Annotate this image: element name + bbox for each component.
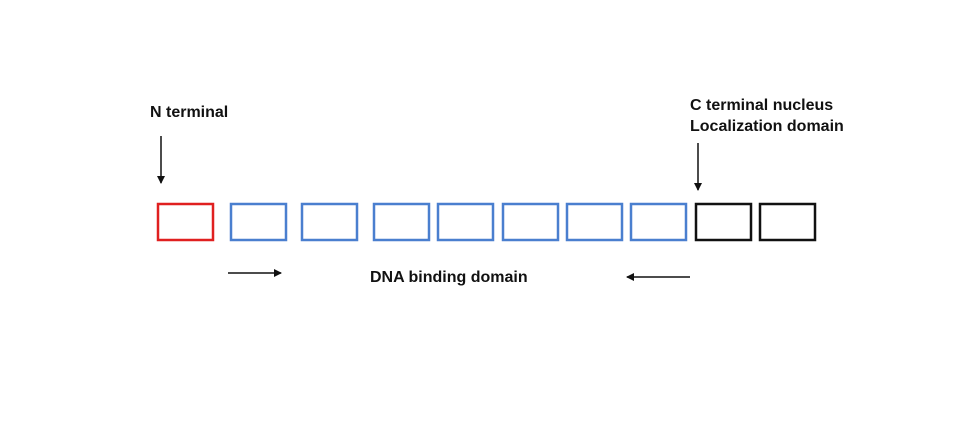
dna-binding-domain-label: DNA binding domain — [370, 269, 528, 286]
n-terminal-label: N terminal — [150, 104, 229, 121]
c-terminal-label-line2: Localization domain — [690, 118, 844, 135]
c-terminal-label-line1: C terminal nucleus — [690, 97, 834, 114]
domain-box-dna-binding — [229, 202, 288, 242]
domain-box-dna-binding — [501, 202, 560, 242]
domain-boxes — [156, 202, 817, 242]
domain-box-n-terminal — [156, 202, 215, 242]
domain-box-c-terminal-nls — [694, 202, 753, 242]
domain-box-dna-binding — [436, 202, 495, 242]
domain-box-dna-binding — [629, 202, 688, 242]
domain-box-c-terminal-nls — [758, 202, 817, 242]
domain-box-dna-binding — [372, 202, 431, 242]
domain-box-dna-binding — [565, 202, 624, 242]
domain-box-dna-binding — [300, 202, 359, 242]
arrows — [157, 136, 702, 281]
